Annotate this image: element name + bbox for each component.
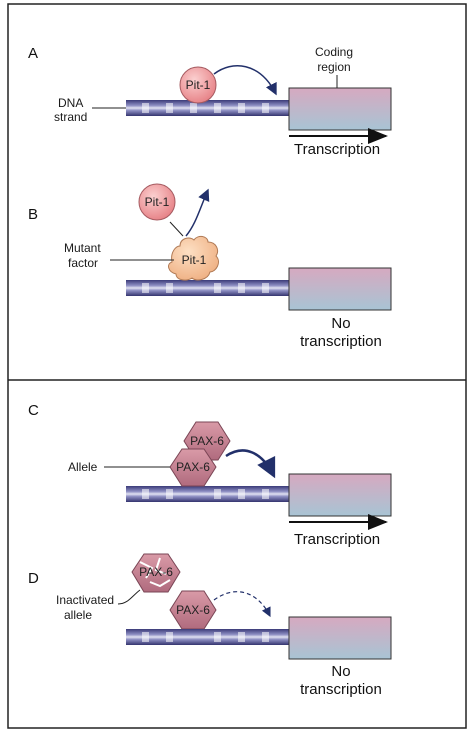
coding-region-label-1: Coding: [315, 45, 353, 59]
pax6-inactivated-factor: PAX-6: [131, 553, 181, 593]
pax6-bound-label: PAX-6: [176, 603, 210, 617]
inactivated-allele-leader: [117, 589, 141, 605]
weak-activation-arrow: [213, 591, 271, 618]
coding-region-box: [288, 87, 392, 131]
pax6-inactive-label: PAX-6: [139, 565, 173, 579]
mutant-factor-label-2: factor: [68, 256, 98, 270]
dna-strand: [126, 280, 292, 296]
coding-region-box: [288, 267, 392, 311]
no-transcription-label-b2: transcription: [300, 333, 382, 350]
allele-label: Allele: [68, 460, 98, 474]
pax6-bound-factor: PAX-6: [169, 590, 217, 630]
transcription-label-a: Transcription: [294, 141, 380, 158]
panel-d-letter: D: [28, 570, 39, 587]
panel-d: D PAX-6 PAX-6: [28, 553, 392, 698]
panel-b: B Pit-1 Pit-1 Mutant factor No: [28, 183, 392, 350]
pit1-free-factor: Pit-1: [138, 183, 176, 221]
transcription-label-c: Transcription: [294, 531, 380, 548]
pax6-factor-bottom: PAX-6: [169, 448, 217, 487]
pit1-factor: Pit-1: [179, 66, 217, 104]
no-transcription-label-d2: transcription: [300, 681, 382, 698]
activation-arrow: [213, 65, 277, 96]
panel-c: C PAX-6 PAX-6 Allele Transcription: [28, 402, 392, 548]
activation-arrow: [225, 449, 276, 479]
panel-b-letter: B: [28, 206, 38, 223]
panel-c-letter: C: [28, 402, 39, 419]
pit1-mutant-label: Pit-1: [182, 253, 207, 267]
dna-strand: [126, 629, 292, 645]
figure-frame: [7, 3, 467, 729]
coding-region-box: [288, 616, 392, 660]
binding-tick: [169, 221, 184, 237]
dna-strand: [126, 100, 292, 116]
inactivated-allele-label-2: allele: [64, 608, 92, 622]
panel-a-letter: A: [28, 45, 38, 62]
mutant-factor-label-1: Mutant: [64, 241, 101, 255]
pax6-bottom-label: PAX-6: [176, 460, 210, 474]
mutant-pit1-factor: Pit-1: [168, 235, 219, 281]
coding-region-box: [288, 473, 392, 517]
coding-region-label-2: region: [317, 60, 350, 74]
no-transcription-label-d1: No: [331, 663, 350, 680]
dissociation-arrow: [185, 188, 210, 237]
dna-strand-label-2: strand: [54, 110, 87, 124]
pit1-label: Pit-1: [186, 78, 211, 92]
pit1-free-label: Pit-1: [145, 195, 170, 209]
dna-strand-label-1: DNA: [58, 96, 83, 110]
panel-a: A Pit-1 Coding region DNA strand T: [28, 45, 392, 158]
pax6-top-label: PAX-6: [190, 434, 224, 448]
no-transcription-label-b1: No: [331, 315, 350, 332]
dna-strand: [126, 486, 292, 502]
inactivated-allele-label-1: Inactivated: [56, 593, 114, 607]
